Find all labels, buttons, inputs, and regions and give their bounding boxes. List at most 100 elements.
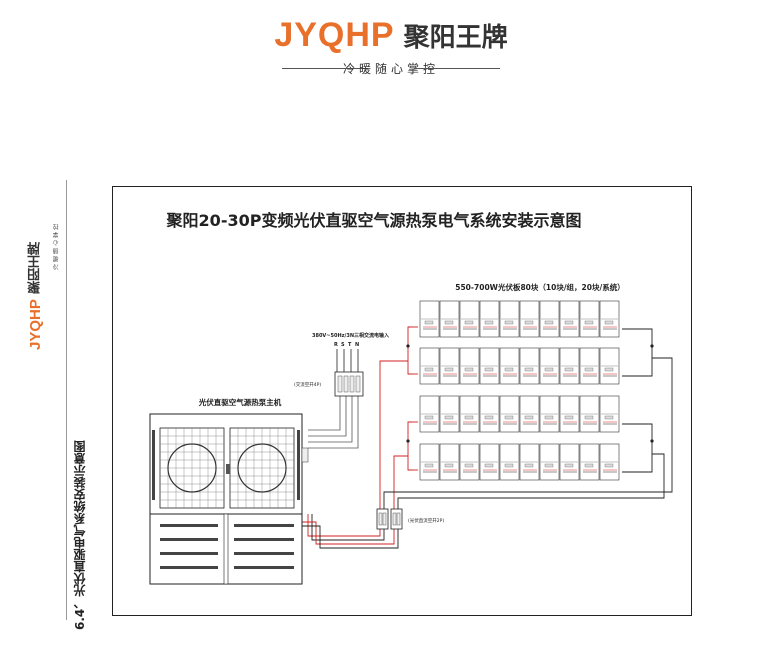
side-brand-en: JYQHP: [27, 299, 44, 350]
pv-junction-box: [444, 463, 454, 468]
ac-breaker-pole: [337, 375, 343, 393]
dc-unit-red: [302, 521, 395, 545]
pv-junction-box: [464, 415, 474, 420]
unit-connector: [301, 447, 309, 463]
louver-slat: [160, 524, 218, 527]
phase-label: R: [334, 342, 338, 348]
pv-junction-box: [544, 367, 554, 372]
dc-unit-black: [302, 525, 399, 549]
dc-breaker-label: (光伏直流空开2P): [408, 517, 444, 524]
dc-breaker-body: [376, 508, 389, 530]
dc-breaker-pole: [396, 512, 401, 526]
ac-breaker-pole: [349, 375, 355, 393]
pv-junction-box: [484, 463, 494, 468]
pv-junction-box: [544, 415, 554, 420]
dc-unit-red: [307, 514, 381, 537]
pv-array-label: 550-700W光伏板80块（10块/组，20块/系统）: [455, 282, 625, 292]
unit-louvers: [160, 524, 294, 569]
diagram-title: 聚阳20-30P变频光伏直驱空气源热泵电气系统安装示意图: [166, 211, 582, 230]
brand-slogan: 冷暖随心掌控: [342, 62, 439, 76]
louver-slat: [234, 538, 294, 541]
pv-junction-box: [564, 320, 574, 325]
side-brand-cn: 聚阳王牌: [28, 242, 43, 295]
pv-junction-box: [444, 367, 454, 372]
louver-slat: [160, 566, 218, 569]
dc-breaker-body: [390, 508, 403, 530]
page-header: JYQHP 聚阳王牌 冷暖随心掌控: [0, 0, 782, 90]
wire-junction: [650, 344, 654, 348]
pv-junction-box: [484, 415, 494, 420]
wiring-diagram: 聚阳20-30P变频光伏直驱空气源热泵电气系统安装示意图 550-700W光伏板…: [112, 186, 692, 616]
pv-junction-box: [564, 463, 574, 468]
ac-unit-wire: [308, 396, 341, 431]
wire-junction: [406, 439, 410, 443]
pv-junction-box: [424, 463, 434, 468]
pv-junction-box: [424, 415, 434, 420]
pv-junction-box: [524, 367, 534, 372]
wiring-diagram-svg: 聚阳20-30P变频光伏直驱空气源热泵电气系统安装示意图 550-700W光伏板…: [112, 186, 692, 616]
pv-junction-box: [444, 320, 454, 325]
ac-unit-wire: [308, 396, 347, 437]
side-strip: JYQHP 聚阳王牌 冷暖随心掌控: [0, 180, 100, 650]
pv-array: [419, 300, 620, 481]
unit-center-clip: [226, 464, 230, 474]
unit-side-rail: [152, 430, 155, 500]
ac-input-label: 380V~50Hz/3N三相交流电输入: [312, 332, 389, 339]
dc-breaker-pole: [382, 512, 387, 526]
louver-slat: [160, 538, 218, 541]
pv-junction-box: [544, 463, 554, 468]
wire-junction: [650, 439, 654, 443]
phase-label: S: [341, 342, 345, 348]
ac-breaker-pole: [343, 375, 349, 393]
pv-junction-box: [444, 415, 454, 420]
pv-junction-box: [604, 463, 614, 468]
pv-junction-box: [484, 320, 494, 325]
pv-junction-box: [524, 415, 534, 420]
pv-bus-black: [640, 423, 653, 473]
heat-pump-unit-label: 光伏直驱空气源热泵主机: [198, 397, 282, 407]
pv-junction-box: [544, 320, 554, 325]
dc-unit-black: [311, 514, 385, 541]
brand-logo-cn: 聚阳王牌: [403, 23, 508, 53]
pv-junction-box: [464, 367, 474, 372]
fan-right: [237, 443, 287, 493]
pv-junction-box: [584, 463, 594, 468]
pv-junction-box: [504, 415, 514, 420]
slogan-divider-left: [282, 68, 368, 69]
phase-label: N: [355, 342, 359, 348]
brand-logo-en: JYQHP: [274, 16, 395, 54]
dc-lead-black: [397, 453, 665, 509]
dc-lead-black: [383, 357, 673, 509]
pv-junction-box: [524, 463, 534, 468]
ac-unit-wire: [308, 396, 359, 449]
pv-junction-box: [464, 463, 474, 468]
unit-side-rail: [297, 430, 300, 500]
louver-slat: [160, 552, 218, 555]
heat-pump-unit: [149, 413, 309, 585]
pv-junction-box: [464, 320, 474, 325]
ac-breaker: [334, 371, 364, 397]
ac-breaker-label: (交流空开4P): [294, 381, 321, 388]
pv-junction-box: [504, 320, 514, 325]
pv-junction-box: [424, 320, 434, 325]
ac-breaker-pole: [355, 375, 361, 393]
wire-junction: [406, 344, 410, 348]
pv-junction-box: [504, 367, 514, 372]
pv-junction-box: [564, 415, 574, 420]
pv-junction-box: [504, 463, 514, 468]
phase-label: T: [348, 342, 352, 348]
pv-junction-box: [424, 367, 434, 372]
pv-junction-box: [564, 367, 574, 372]
pv-junction-box: [604, 320, 614, 325]
ac-unit-wire: [308, 396, 353, 443]
pv-bus-red: [407, 421, 412, 471]
section-title: 6.4、光伏直驱电气系统安装示意图: [73, 440, 87, 630]
pv-junction-box: [604, 415, 614, 420]
pv-junction-box: [524, 320, 534, 325]
fan-left: [167, 443, 217, 493]
pv-junction-box: [584, 367, 594, 372]
brand-logo: JYQHP 聚阳王牌: [0, 16, 782, 55]
pv-bus-black: [640, 328, 653, 377]
unit-panel-seam: [223, 513, 229, 585]
